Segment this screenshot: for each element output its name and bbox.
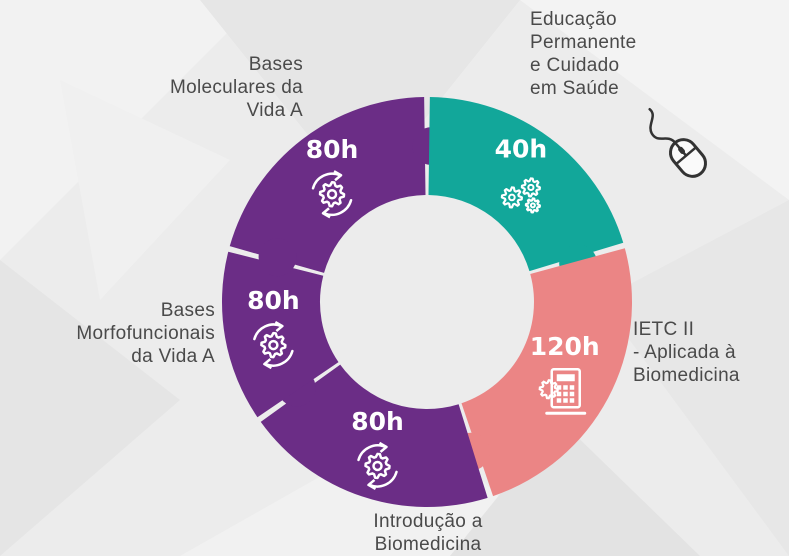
gear-cycle-icon bbox=[253, 321, 294, 370]
module-label-ietc-ii: IETC II - Aplicada à Biomedicina bbox=[633, 319, 740, 386]
module-label-bases-morfofuncionais: Bases Morfofuncionais da Vida A bbox=[76, 300, 215, 367]
module-hours-ietc-ii: 120h bbox=[530, 332, 600, 361]
gears-icon bbox=[500, 177, 541, 214]
puzzle-ring: 80h 40h 120h 80h 80h bbox=[222, 97, 632, 507]
puzzle-segment-bases-morfofuncionais: 80h bbox=[222, 238, 339, 418]
module-label-bases-moleculares: Bases Moleculares da Vida A bbox=[169, 54, 303, 121]
gear-cycle-icon bbox=[357, 441, 398, 491]
module-label-introducao-biomedicina: Introdução a Biomedicina bbox=[373, 511, 483, 555]
module-label-educacao-permanente: Educação Permanente e Cuidado em Saúde bbox=[530, 9, 637, 99]
module-hours-educacao-permanente: 40h bbox=[495, 134, 548, 163]
module-hours-bases-morfofuncionais: 80h bbox=[247, 286, 300, 315]
module-hours-introducao-biomedicina: 80h bbox=[351, 407, 404, 436]
gear-cycle-icon bbox=[311, 170, 353, 219]
module-hours-bases-moleculares: 80h bbox=[306, 135, 359, 164]
mouse-click-icon bbox=[648, 107, 707, 178]
calculator-icon bbox=[538, 367, 587, 415]
puzzle-tab bbox=[258, 238, 297, 277]
